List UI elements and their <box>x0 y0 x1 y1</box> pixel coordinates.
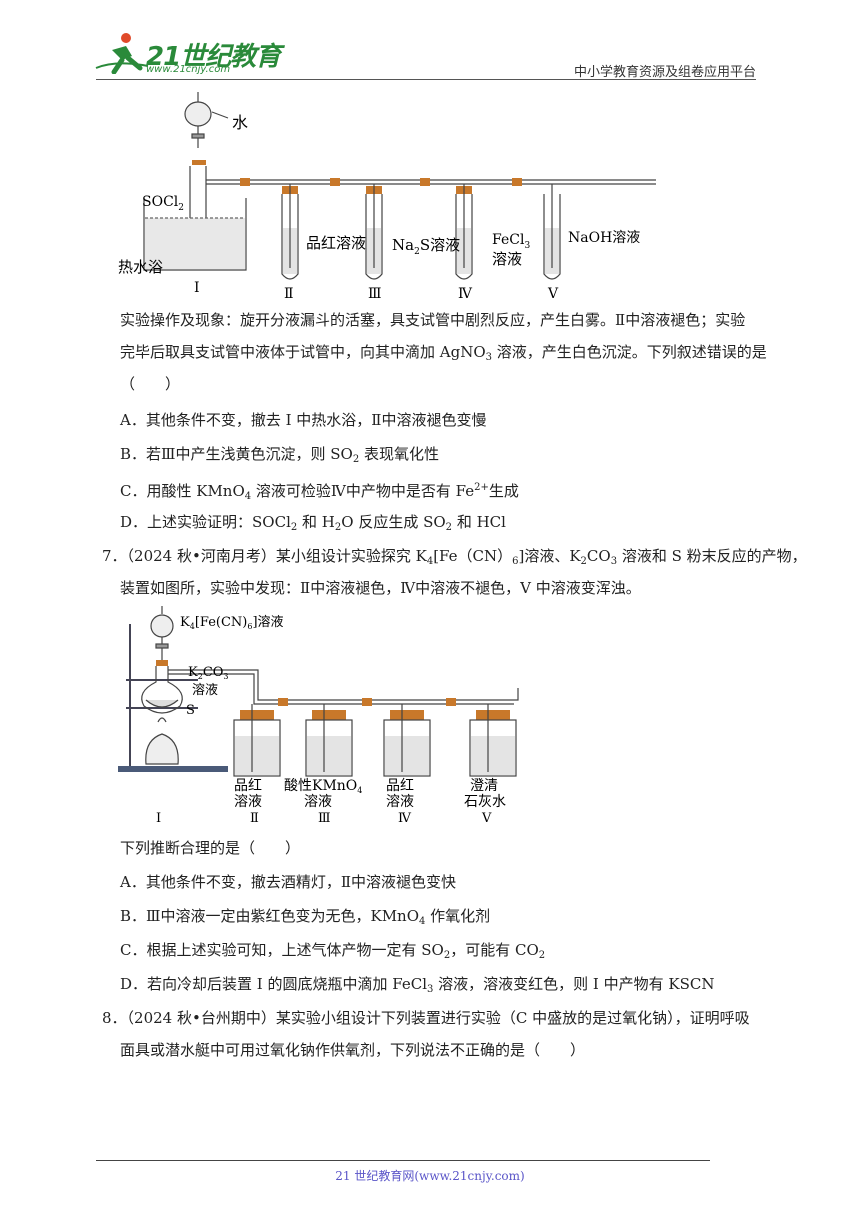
label-k4fecn6: K4[Fe(CN)6]溶液 <box>180 615 284 631</box>
label-hot-bath: 热水浴 <box>118 258 163 276</box>
alcohol-lamp-icon <box>145 717 179 765</box>
round-flask-icon <box>141 666 183 714</box>
label-bottle-2b: 溶液 <box>234 794 262 810</box>
q6-line1: 实验操作及现象：旋开分液漏斗的活塞，具支试管中剧烈反应，产生白雾。Ⅱ中溶液褪色；… <box>120 311 746 329</box>
q7-line2: 装置如图所，实验中发现：Ⅱ中溶液褪色，Ⅳ中溶液不褪色，V 中溶液变浑浊。 <box>120 579 641 597</box>
test-tubes <box>281 184 561 280</box>
q7-line1: 7．（2024 秋•河南月考）某小组设计实验探究 K4[Fe（CN）6]溶液、K… <box>102 547 807 567</box>
side-arm-tube-icon <box>189 160 656 234</box>
q6-option-d: D．上述实验证明：SOCl2 和 H2O 反应生成 SO2 和 HCl <box>120 513 506 533</box>
label-s: S <box>186 703 195 718</box>
q6-option-a: A．其他条件不变，撤去 I 中热水浴，Ⅱ中溶液褪色变慢 <box>120 411 487 429</box>
platform-title: 中小学教育资源及组卷应用平台 <box>573 65 756 80</box>
label-tube-2: 品红溶液 <box>306 234 366 252</box>
num-4: Ⅳ <box>398 811 412 826</box>
logo-runner-icon <box>95 33 149 74</box>
q6-option-b: B．若Ⅲ中产生浅黄色沉淀，则 SO2 表现氧化性 <box>120 445 439 465</box>
num-2: Ⅱ <box>250 811 259 826</box>
num-3: Ⅲ <box>318 811 331 826</box>
label-socl2: SOCl2 <box>142 194 184 213</box>
label-bottle-5b: 石灰水 <box>464 794 506 810</box>
q7-ask: 下列推断合理的是（ ） <box>120 839 301 857</box>
q7-option-c: C．根据上述实验可知，上述气体产物一定有 SO2，可能有 CO2 <box>120 941 546 961</box>
q6-option-c: C．用酸性 KMnO4 溶液可检验Ⅳ中产物中是否有 Fe2+生成 <box>120 482 519 502</box>
label-tube-4a: FeCl3 <box>492 232 530 251</box>
q8-line2: 面具或潜水艇中可用过氧化钠作供氧剂，下列说法不正确的是（ ） <box>120 1041 586 1059</box>
footer-link[interactable]: 21 世纪教育网(www.21cnjy.com) <box>335 1169 525 1183</box>
label-water: 水 <box>232 113 248 132</box>
label-tube-5: NaOH溶液 <box>568 230 640 246</box>
label-k2co3-solution: 溶液 <box>192 683 218 698</box>
num-4: Ⅳ <box>458 286 473 298</box>
label-k2co3: K2CO3 <box>188 665 229 681</box>
apparatus-figure-1: 水 SOCl2 热水浴 品红溶液 Na2S溶液 FeCl3 溶液 NaOH溶液 … <box>118 92 656 298</box>
gas-washing-bottles <box>233 704 517 777</box>
q6-line2: 完毕后取具支试管中液体于试管中，向其中滴加 AgNO3 溶液，产生白色沉淀。下列… <box>120 343 767 363</box>
footer-divider <box>96 1160 710 1161</box>
label-bottle-4a: 品红 <box>386 778 414 794</box>
iron-stand-icon <box>118 624 228 772</box>
label-bottle-2a: 品红 <box>234 778 262 794</box>
num-2: Ⅱ <box>284 286 294 298</box>
rubber-connectors <box>240 178 522 186</box>
gas-tubing <box>168 669 519 705</box>
dropping-funnel-icon <box>150 606 174 666</box>
num-3: Ⅲ <box>368 286 382 298</box>
q8-line1: 8．（2024 秋•台州期中）某实验小组设计下列装置进行实验（C 中盛放的是过氧… <box>102 1009 750 1027</box>
page-header: 21世纪教育 www.21cnjy.com 中小学教育资源及组卷应用平台 <box>0 0 860 82</box>
apparatus-figure-2: K4[Fe(CN)6]溶液 K2CO3 溶液 S 品红 溶液 酸性KMnO4 溶… <box>118 606 519 826</box>
num-1: I <box>156 811 161 826</box>
logo-url: www.21cnjy.com <box>146 64 231 75</box>
q7-option-d: D．若向冷却后装置 I 的圆底烧瓶中滴加 FeCl3 溶液，溶液变红色，则 I … <box>120 975 715 995</box>
label-bottle-3b: 溶液 <box>304 794 332 810</box>
label-tube-3: Na2S溶液 <box>392 236 460 257</box>
num-1: I <box>194 280 200 296</box>
q7-option-b: B．Ⅲ中溶液一定由紫红色变为无色，KMnO4 作氧化剂 <box>120 907 491 927</box>
beaker-icon <box>143 198 247 271</box>
tube-connectors <box>278 698 456 706</box>
header-divider <box>96 79 756 80</box>
label-bottle-4b: 溶液 <box>386 794 414 810</box>
q6-line3: （ ） <box>120 375 181 393</box>
label-bottle-5a: 澄清 <box>470 778 498 794</box>
label-bottle-3a: 酸性KMnO4 <box>284 778 362 795</box>
label-tube-4b: 溶液 <box>492 250 522 268</box>
logo-text: 21世纪教育 <box>146 42 281 72</box>
q7-option-a: A．其他条件不变，撤去酒精灯，Ⅱ中溶液褪色变快 <box>120 873 457 891</box>
separatory-funnel-icon <box>184 92 212 148</box>
num-5: V <box>547 286 559 298</box>
num-5: V <box>481 811 492 826</box>
